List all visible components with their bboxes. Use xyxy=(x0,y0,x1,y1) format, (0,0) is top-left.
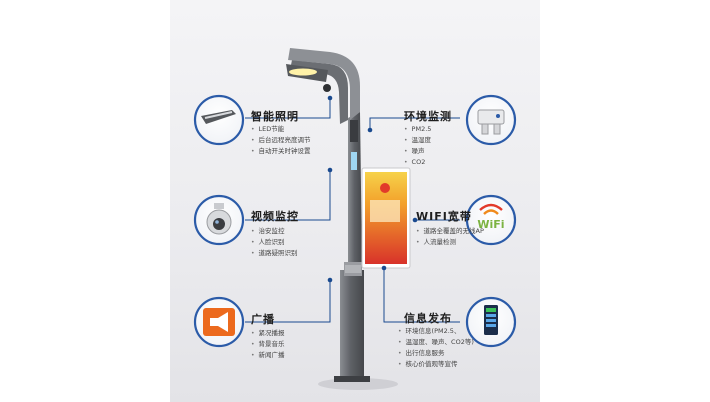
list-item: 背景音乐 xyxy=(251,339,285,350)
dome-camera-icon xyxy=(206,203,232,235)
list-item: 治安监控 xyxy=(251,226,298,237)
list-item: 新闻广播 xyxy=(251,350,285,361)
connector-lighting xyxy=(245,98,331,119)
wifi-icon: WiFi xyxy=(477,203,505,231)
broadcast-title: 广播 xyxy=(251,313,275,326)
connector-video xyxy=(245,170,331,221)
connector-environment xyxy=(369,117,460,130)
lighting-items: LED节能 后台远程亮度调节 自动开关时钟设置 xyxy=(251,124,311,157)
megaphone-icon xyxy=(203,308,235,336)
list-item: CO2 xyxy=(404,157,431,168)
info-title: 信息发布 xyxy=(404,312,452,325)
signage-icon xyxy=(484,305,498,335)
list-item: 核心价值观等宣传 xyxy=(398,359,474,370)
connector-dots xyxy=(327,95,418,283)
connector-lines xyxy=(245,98,460,323)
info-screen xyxy=(361,167,411,269)
list-item: 自动开关时钟设置 xyxy=(251,146,311,157)
environment-items: PM2.5 温湿度 噪声 CO2 xyxy=(404,124,432,168)
ring-info xyxy=(465,296,517,348)
lighting-title: 智能照明 xyxy=(251,110,299,123)
list-item: PM2.5 xyxy=(404,124,432,135)
list-item: 人脸识别 xyxy=(251,237,298,248)
video-title: 视频监控 xyxy=(251,210,299,223)
list-item: 温湿度、噪声、CO2等) xyxy=(398,337,474,348)
broadcast-items: 紧况播报 背景音乐 新闻广播 xyxy=(251,328,285,361)
list-item: 道路全覆盖的无线AP xyxy=(416,226,484,237)
light-pole xyxy=(286,48,370,382)
list-item: 道路疑照识别 xyxy=(251,248,298,259)
ring-environment xyxy=(465,94,517,146)
ring-lighting xyxy=(193,94,245,146)
sensor-icon xyxy=(477,109,505,135)
list-item: 噪声 xyxy=(404,146,431,157)
ring-video xyxy=(193,194,245,246)
list-item: 环境信息(PM2.5、 xyxy=(398,326,474,337)
list-item: 温湿度 xyxy=(404,135,432,146)
wifi-items: 道路全覆盖的无线AP 人流量检测 xyxy=(416,226,484,248)
list-item: LED节能 xyxy=(251,124,311,135)
environment-title: 环境监测 xyxy=(404,110,452,123)
list-item: 紧况播报 xyxy=(251,328,285,339)
wifi-title: WIFI宽带 xyxy=(416,210,472,223)
connector-broadcast xyxy=(245,280,331,323)
list-item: 后台远程亮度调节 xyxy=(251,135,311,146)
street-lamp-icon xyxy=(201,110,236,124)
list-item: 出行信息服务 xyxy=(398,348,474,359)
list-item: 人流量检测 xyxy=(416,237,484,248)
ring-broadcast xyxy=(193,296,245,348)
video-items: 治安监控 人脸识别 道路疑照识别 xyxy=(251,226,298,259)
info-items: 环境信息(PM2.5、 温湿度、噪声、CO2等) 出行信息服务 核心价值观等宣传 xyxy=(398,326,474,370)
wifi-icon-text: WiFi xyxy=(477,218,504,231)
connector-info xyxy=(383,268,460,323)
